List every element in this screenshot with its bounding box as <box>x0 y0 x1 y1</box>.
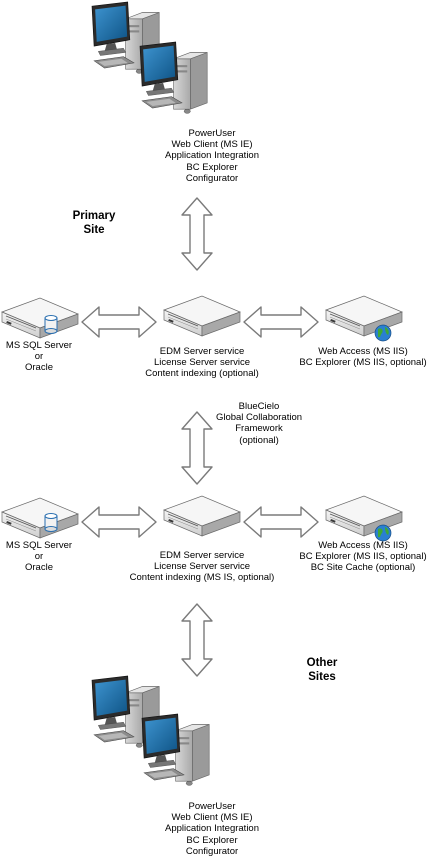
other-web-label: Web Access (MS IIS) BC Explorer (MS IIS,… <box>299 540 427 574</box>
database-icon <box>44 513 58 532</box>
database-icon <box>44 315 58 334</box>
primary-db-label: MS SQL Server or Oracle <box>5 340 73 374</box>
server-icon <box>163 495 241 537</box>
double-arrow-icon <box>81 306 157 338</box>
primary-site-label: Primary Site <box>72 210 116 236</box>
primary-edm-label: EDM Server service License Server servic… <box>145 346 259 380</box>
other-db-label: MS SQL Server or Oracle <box>5 540 73 574</box>
gcf-label: BlueCielo Global Collaboration Framework… <box>215 401 303 446</box>
server-icon <box>1 297 79 339</box>
double-arrow-icon <box>81 506 157 538</box>
globe-icon <box>374 324 392 342</box>
other-sites-label: Other Sites <box>306 657 338 683</box>
server-icon <box>163 295 241 337</box>
globe-icon <box>374 524 392 542</box>
double-arrow-icon <box>181 197 213 271</box>
top-clients-label: PowerUser Web Client (MS IE) Application… <box>164 128 259 184</box>
bottom-clients-label: PowerUser Web Client (MS IE) Application… <box>164 801 259 857</box>
double-arrow-icon <box>243 506 319 538</box>
primary-web-label: Web Access (MS IIS) BC Explorer (MS IIS,… <box>299 346 427 369</box>
workstation-icon <box>139 41 208 114</box>
server-icon <box>1 497 79 539</box>
double-arrow-icon <box>181 603 213 677</box>
other-edm-label: EDM Server service License Server servic… <box>129 550 275 584</box>
double-arrow-icon <box>243 306 319 338</box>
workstation-icon <box>141 713 210 786</box>
